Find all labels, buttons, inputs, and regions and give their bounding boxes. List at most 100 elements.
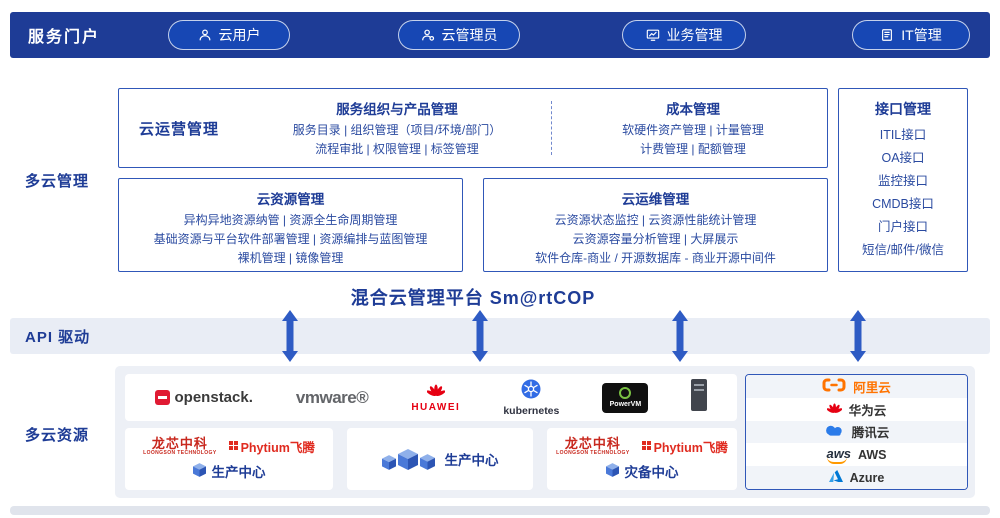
cloud-resource-line: 裸机管理 | 镜像管理 [237,251,344,265]
openstack-wordmark: openstack. [174,389,253,406]
powervm-logo: PowerVM [602,382,649,413]
aws-icon: aws [826,446,851,464]
cloud-name: Azure [849,470,885,485]
section-label-multicloud-resources: 多云资源 [25,427,90,444]
disaster-recovery-center-box: 龙芯中科 LOONGSON TECHNOLOGY Phytium飞腾 灾备中心 [547,428,737,490]
cloud-maintenance-box: 云运维管理 云资源状态监控 | 云资源性能统计管理 云资源容量分析管理 | 大屏… [483,178,828,272]
center-label: 生产中心 [192,461,266,481]
cloud-name: 阿里云 [853,380,891,395]
openstack-icon [154,390,170,405]
api-band: API 驱动 [10,318,990,354]
cloud-operation-title: 云运营管理 [139,120,220,138]
portal-button-cloud-user[interactable]: 云用户 [168,20,290,50]
portal-button-label: IT管理 [901,27,942,43]
cube-icon [192,463,206,480]
interface-item: ITIL接口 [879,128,927,142]
cloud-maintenance-line: 软件仓库-商业 / 开源数据库 - 商业开源中间件 [535,251,776,265]
interface-item: 短信/邮件/微信 [862,243,944,257]
azure-icon [828,470,843,485]
server-logo [691,379,708,416]
it-document-icon [880,28,894,42]
interface-title: 接口管理 [875,101,931,117]
portal-button-label: 业务管理 [666,27,723,43]
loongson-subtext: LOONGSON TECHNOLOGY [143,449,217,456]
cloud-operation-box: 云运营管理 服务组织与产品管理 服务目录 | 组织管理（项目/环境/部门） 流程… [118,88,828,168]
cloud-row-tencentcloud: 腾讯云 [746,420,967,444]
platform-logos-box: openstack. vmware® HUAWEI kubernetes [125,374,737,421]
portal-label: 服务门户 [28,29,101,46]
loongson-logo: 龙芯中科 LOONGSON TECHNOLOGY [143,435,217,457]
loongson-subtext: LOONGSON TECHNOLOGY [556,449,630,456]
cloud-resource-line: 异构异地资源纳管 | 资源全生命周期管理 [183,213,398,227]
resources-container: openstack. vmware® HUAWEI kubernetes [115,366,975,498]
server-tower-icon [691,379,708,416]
center-name: 灾备中心 [624,465,679,481]
loongson-wordmark: 龙芯中科 [151,435,208,451]
cloud-name: 华为云 [848,403,887,418]
platform-title: 混合云管理平台 Sm@rtCOP [350,288,596,308]
vmware-logo: vmware® [295,387,369,408]
phytium-logo: Phytium飞腾 [641,437,728,456]
api-double-arrow [672,310,688,362]
portal-button-it-mgmt[interactable]: IT管理 [852,20,970,50]
alibaba-cloud-icon [822,378,846,395]
api-double-arrow [850,310,866,362]
production-center-box-1: 龙芯中科 LOONGSON TECHNOLOGY Phytium飞腾 生产中心 [125,428,333,490]
kubernetes-logo: kubernetes [503,379,559,417]
api-double-arrow [472,310,488,362]
cost-line: 计费管理 | 配额管理 [640,142,746,156]
business-monitor-icon [646,28,660,42]
service-portal-band: 服务门户 云用户 云管理员 业务管理 IT管理 [10,12,990,58]
phytium-grid-icon [228,439,238,453]
cloud-name: AWS [858,447,887,462]
center-label: 灾备中心 [605,461,679,481]
cost-column: 成本管理 软硬件资产管理 | 计量管理 计费管理 | 配额管理 [577,98,809,159]
production-center-box-2: 生产中心 [347,428,533,490]
cloud-row-azure: Azure [746,466,967,489]
portal-button-label: 云管理员 [441,27,498,43]
service-product-title: 服务组织与产品管理 [336,102,458,117]
service-product-column: 服务组织与产品管理 服务目录 | 组织管理（项目/环境/部门） 流程审批 | 权… [247,98,547,159]
cloud-row-huaweicloud: 华为云 [746,398,967,421]
portal-button-cloud-admin[interactable]: 云管理员 [398,20,520,50]
vmware-wordmark: vmware® [295,387,369,407]
brand-row: 龙芯中科 LOONGSON TECHNOLOGY Phytium飞腾 [556,435,728,457]
service-product-line: 服务目录 | 组织管理（项目/环境/部门） [292,123,502,137]
cost-title: 成本管理 [666,102,720,117]
dashed-divider [551,101,552,155]
phytium-logo: Phytium飞腾 [228,437,315,456]
cloud-maintenance-line: 云资源状态监控 | 云资源性能统计管理 [554,213,757,227]
admin-user-icon [421,28,435,42]
cube-icon [605,463,619,480]
huawei-cloud-icon [826,402,843,416]
cloud-row-alibaba: 阿里云 [746,375,967,398]
user-icon [198,28,212,42]
phytium-grid-icon [641,439,651,453]
huawei-flower-icon [426,383,446,401]
public-cloud-box: 阿里云 华为云 腾讯云 aws AWS [745,374,968,490]
api-band-label: API 驱动 [25,328,91,346]
api-double-arrow [282,310,298,362]
portal-button-label: 云用户 [218,27,261,43]
brand-row: 龙芯中科 LOONGSON TECHNOLOGY Phytium飞腾 [143,435,315,457]
phytium-wordmark: Phytium飞腾 [240,440,315,455]
interface-box: 接口管理 ITIL接口 OA接口 监控接口 CMDB接口 门户接口 短信/邮件/… [838,88,968,272]
interface-item: 监控接口 [877,174,928,188]
cloud-resource-title: 云资源管理 [256,192,325,207]
interface-item: OA接口 [881,151,925,165]
cloud-maintenance-line: 云资源容量分析管理 | 大屏展示 [572,232,739,246]
phytium-wordmark: Phytium飞腾 [653,440,728,455]
portal-button-business-mgmt[interactable]: 业务管理 [622,20,746,50]
openstack-logo: openstack. [154,389,253,406]
kubernetes-wordmark: kubernetes [503,404,560,417]
center-name: 生产中心 [444,453,499,468]
cloud-row-aws: aws AWS [746,443,967,466]
loongson-wordmark: 龙芯中科 [564,435,621,451]
cloud-resource-line: 基础资源与平台软件部署管理 | 资源编排与蓝图管理 [153,232,428,246]
tencent-cloud-icon [824,423,845,440]
cloud-name: 腾讯云 [851,426,890,441]
powervm-icon: PowerVM [602,382,649,413]
center-label: 生产中心 [445,449,499,469]
footer-bar [10,506,990,515]
